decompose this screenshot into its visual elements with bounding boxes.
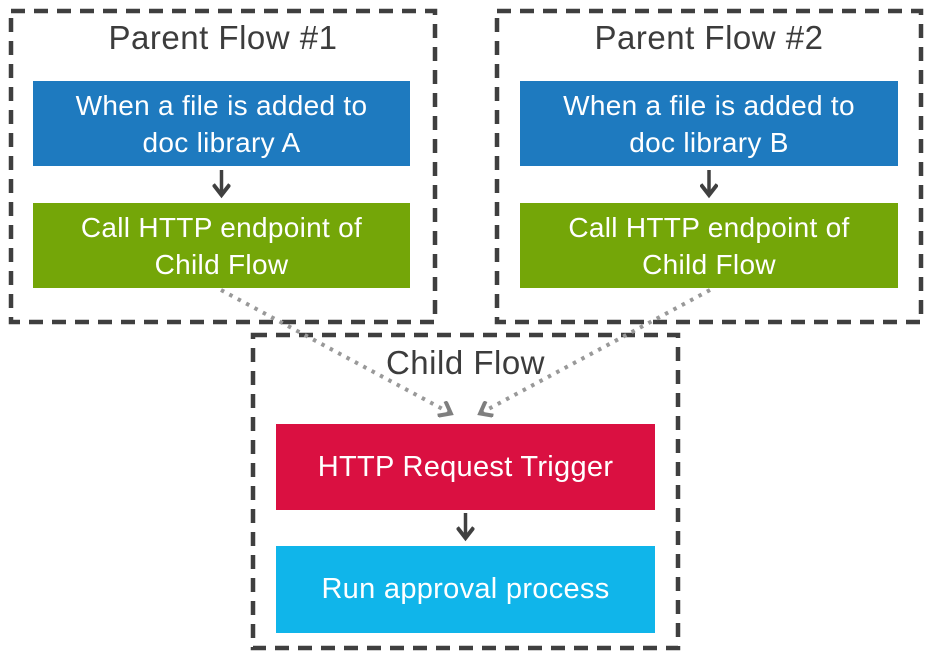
parent1-trigger-box: When a file is added to doc library A (33, 81, 410, 166)
parent-flow-2-title: Parent Flow #2 (594, 19, 824, 56)
child-flow-title: Child Flow (385, 344, 546, 381)
parent2-trigger-label: When a file is added to doc library B (520, 87, 898, 161)
child-action-label: Run approval process (321, 573, 610, 605)
label-line: doc library A (142, 126, 301, 158)
parent2-action-box: Call HTTP endpoint of Child Flow (520, 203, 898, 288)
label-line: Child Flow (642, 248, 776, 280)
child-flow-container (250, 332, 681, 651)
label-line: Child Flow (154, 248, 289, 280)
parent1-trigger-label: When a file is added to doc library A (33, 87, 410, 161)
label-line: Call HTTP endpoint of (568, 211, 850, 243)
label-line: When a file is added to (563, 89, 855, 121)
parent-flow-1-container (8, 8, 438, 325)
label-line: Call HTTP endpoint of (80, 211, 363, 243)
label-line: When a file is added to (75, 89, 368, 121)
parent-flow-1-title: Parent Flow #1 (108, 19, 338, 56)
parent-flow-2-container (494, 8, 924, 325)
parent2-trigger-box: When a file is added to doc library B (520, 81, 898, 166)
child-trigger-box: HTTP Request Trigger (276, 424, 655, 510)
parent1-action-box: Call HTTP endpoint of Child Flow (33, 203, 410, 288)
parent1-action-label: Call HTTP endpoint of Child Flow (33, 209, 410, 283)
label-line: doc library B (629, 126, 789, 158)
child-action-box: Run approval process (276, 546, 655, 633)
child-trigger-label: HTTP Request Trigger (317, 450, 614, 483)
parent2-action-label: Call HTTP endpoint of Child Flow (520, 209, 898, 283)
